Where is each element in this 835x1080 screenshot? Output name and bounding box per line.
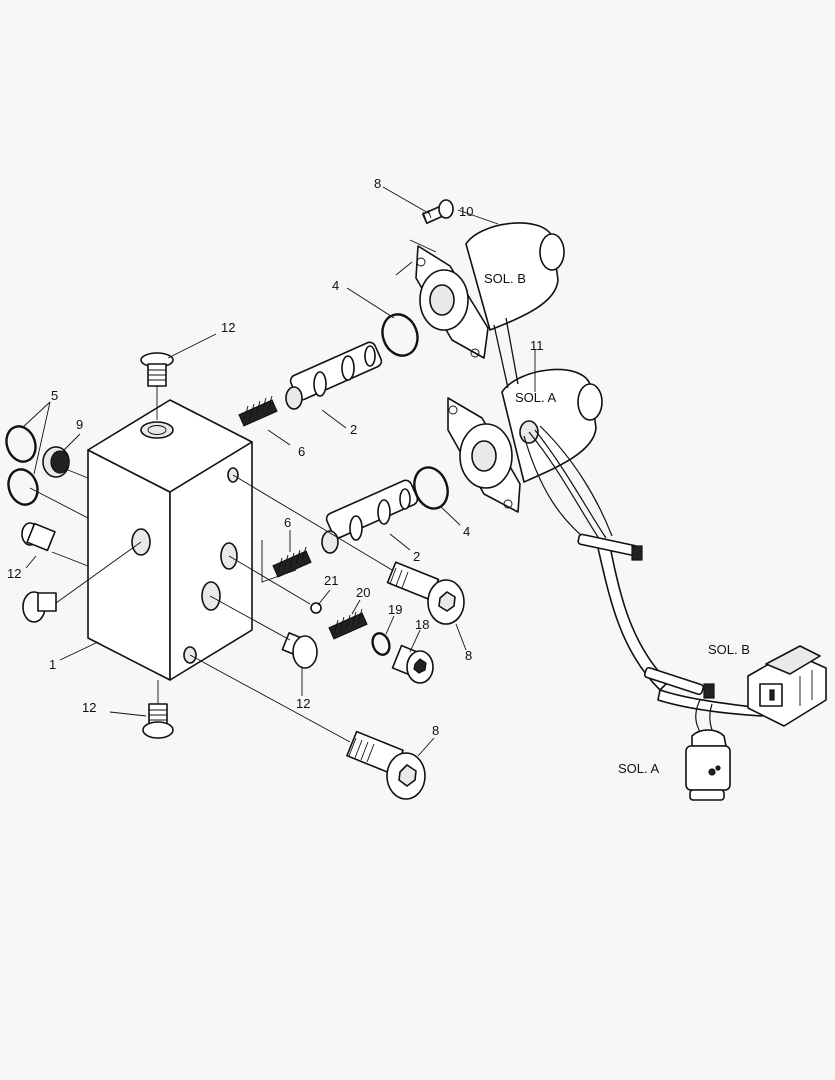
callout-19: 19 xyxy=(388,602,402,617)
spool-upper xyxy=(285,341,383,410)
plug-18 xyxy=(391,644,434,684)
connector-sol-a xyxy=(685,729,731,801)
o-ring-5-lower xyxy=(7,468,39,506)
bolt-8-bottom xyxy=(346,730,426,800)
callout-21: 21 xyxy=(324,573,338,588)
callout-12-bottom: 12 xyxy=(82,700,96,715)
bolt-8-mid xyxy=(386,561,465,625)
plug-12-left-lower xyxy=(22,591,57,623)
callout-2-upper: 2 xyxy=(350,422,357,437)
o-ring-5-upper xyxy=(5,425,37,463)
label-sol-a-connector: SOL. A xyxy=(618,761,660,776)
callout-4-upper: 4 xyxy=(332,278,339,293)
callout-9: 9 xyxy=(76,417,83,432)
o-ring-4-upper xyxy=(381,313,419,357)
plug-12-top xyxy=(140,352,174,387)
label-sol-b-connector: SOL. B xyxy=(708,642,750,657)
callout-4-lower: 4 xyxy=(463,524,470,539)
callout-18: 18 xyxy=(415,617,429,632)
callout-6-upper: 6 xyxy=(298,444,305,459)
o-ring-4-lower xyxy=(413,466,449,510)
spring-20 xyxy=(328,608,368,640)
ball-21 xyxy=(310,602,322,614)
spring-upper xyxy=(238,395,278,427)
callout-20: 20 xyxy=(356,585,370,600)
callout-12-top: 12 xyxy=(221,320,235,335)
callout-11: 11 xyxy=(530,338,544,353)
connector-sol-b xyxy=(747,645,827,727)
spool-lower xyxy=(321,479,419,554)
spring-lower xyxy=(272,546,312,578)
bolt-8-top xyxy=(421,199,454,225)
callout-6-lower: 6 xyxy=(284,515,291,530)
callout-5: 5 xyxy=(51,388,58,403)
label-sol-a-coil: SOL. A xyxy=(515,390,557,405)
callout-12-right: 12 xyxy=(296,696,310,711)
callout-10: 10 xyxy=(459,204,473,219)
label-sol-b-coil: SOL. B xyxy=(484,271,526,286)
plug-12-bottom xyxy=(142,703,174,739)
callout-1: 1 xyxy=(49,657,56,672)
callout-8-bottom: 8 xyxy=(432,723,439,738)
callout-2-lower: 2 xyxy=(413,549,420,564)
callout-leaders xyxy=(21,186,536,757)
assembly-lines xyxy=(29,239,437,743)
valve-block xyxy=(87,399,253,681)
plug-9 xyxy=(42,446,70,478)
solenoid-coil-b xyxy=(415,222,565,359)
callout-12-left: 12 xyxy=(7,566,21,581)
o-ring-19 xyxy=(371,632,391,656)
wire-harness xyxy=(523,425,763,741)
callout-8-top: 8 xyxy=(374,176,381,191)
callout-8-mid: 8 xyxy=(465,648,472,663)
plug-12-left-upper xyxy=(21,522,56,552)
